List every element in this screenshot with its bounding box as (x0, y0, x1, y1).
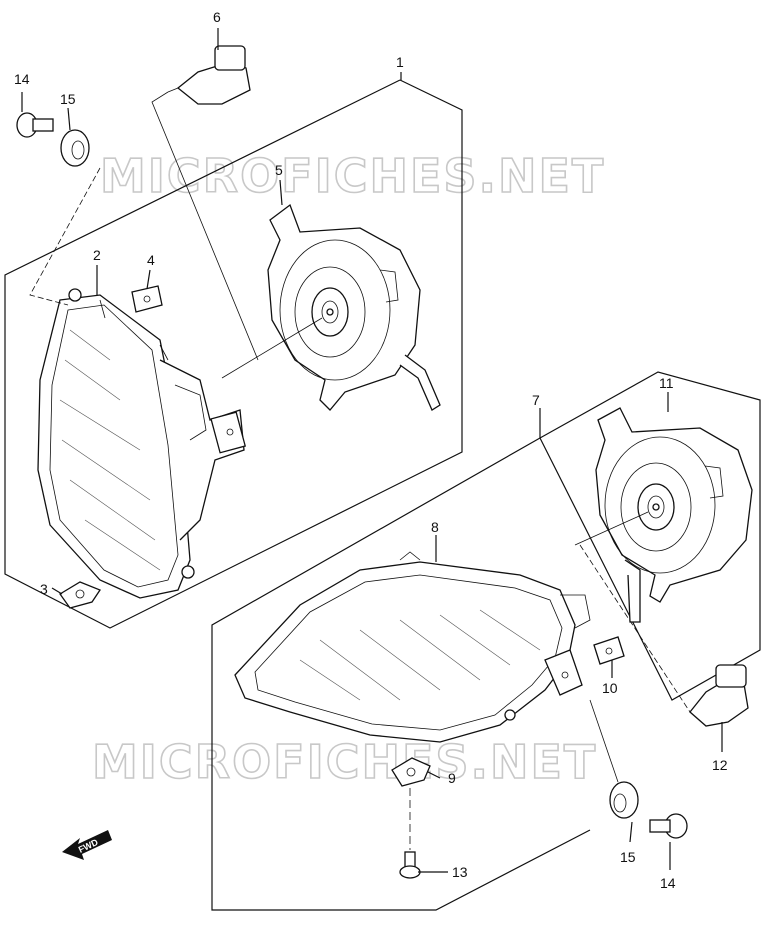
grommet-15-upper[interactable] (60, 129, 90, 167)
callout-2: 2 (93, 247, 101, 263)
callout-8: 8 (431, 519, 439, 535)
nut-9[interactable] (391, 757, 431, 787)
upper-assembly-frame (4, 79, 463, 629)
callout-6: 6 (213, 9, 221, 25)
callout-10: 10 (602, 680, 618, 696)
callout-7: 7 (532, 392, 540, 408)
headlamp-lens-lower[interactable] (234, 551, 591, 743)
callout-15-upper: 15 (60, 91, 76, 107)
headlamp-unit-upper[interactable] (37, 288, 247, 599)
socket-boot-lower[interactable] (595, 407, 753, 623)
callout-1: 1 (396, 54, 404, 70)
callout-14-upper: 14 (14, 71, 30, 87)
callout-12: 12 (712, 757, 728, 773)
callout-3: 3 (40, 581, 48, 597)
callout-4: 4 (147, 252, 155, 268)
bulb-6[interactable] (167, 45, 251, 105)
fwd-arrow-icon: FWD (62, 830, 112, 860)
callout-15-lower: 15 (620, 849, 636, 865)
watermark-bottom: MICROFICHES.NET (92, 735, 597, 789)
bulb-12[interactable] (689, 664, 749, 727)
callout-13: 13 (452, 864, 468, 880)
watermark-top: MICROFICHES.NET (100, 149, 605, 203)
nut-3[interactable] (59, 581, 101, 609)
upper-leader-lines (21, 28, 402, 595)
callouts: 1 2 3 4 5 6 7 8 9 10 11 12 13 14 14 15 1… (14, 9, 728, 891)
lower-assembly-frame (211, 371, 761, 911)
callout-14-lower: 14 (660, 875, 676, 891)
screw-14-lower[interactable] (649, 813, 688, 839)
callout-9: 9 (448, 770, 456, 786)
screw-13[interactable] (399, 851, 421, 879)
callout-11: 11 (659, 375, 674, 391)
callout-5: 5 (275, 162, 283, 178)
clip-4[interactable] (131, 285, 163, 313)
screw-14-upper[interactable] (16, 112, 54, 138)
clip-10[interactable] (593, 636, 625, 665)
lower-leader-lines (409, 392, 723, 873)
socket-boot-upper[interactable] (267, 203, 441, 411)
grommet-15-lower[interactable] (609, 781, 639, 819)
